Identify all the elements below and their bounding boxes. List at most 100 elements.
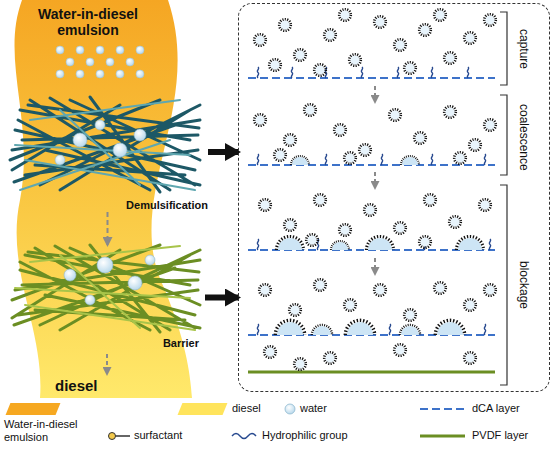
emulsion-droplets: [116, 70, 124, 78]
surfactant-droplets: [419, 24, 431, 36]
surfactant-droplets: [306, 234, 318, 246]
surfactant-droplets: [254, 9, 496, 370]
surfactant-droplets: [304, 104, 316, 116]
step-arrow: [374, 172, 376, 188]
emulsion-droplets: [136, 46, 144, 54]
surfactant-droplets: [484, 119, 496, 131]
layer-label: Water-in-diesel emulsion: [28, 6, 148, 38]
surfactant-droplets: [389, 109, 401, 121]
hydrophilic-groups: [291, 67, 292, 78]
coalesced-droplets: [275, 156, 483, 335]
hydrophilic-groups: [431, 67, 432, 78]
surfactant-droplets: [254, 34, 266, 46]
hydrophilic-groups: [257, 67, 490, 335]
surfactant-droplets: [464, 299, 476, 311]
legend-dca-line: [420, 409, 465, 410]
hydrophilic-groups: [257, 154, 258, 165]
surfactant-droplets: [394, 39, 406, 51]
emulsion-droplets: [126, 58, 134, 66]
hydrophilic-groups: [325, 154, 326, 165]
surfactant-droplets: [344, 299, 356, 311]
hydrophilic-groups: [467, 67, 468, 78]
step-arrow: [374, 86, 376, 102]
blocked-water-droplets: [128, 276, 142, 290]
legend-label: water: [300, 402, 327, 415]
emulsion-droplets: [116, 46, 124, 54]
surfactant-droplets: [284, 134, 296, 146]
hydrophilic-groups: [257, 67, 258, 78]
surfactant-droplets: [364, 204, 376, 216]
emulsion-droplets: [56, 70, 64, 78]
surfactant-droplets: [284, 219, 296, 231]
surfactant-droplets: [484, 284, 496, 296]
legend-water-icon: [285, 404, 295, 414]
emulsion-flow-band: Water-in-diesel emulsion diesel Demulsific…: [0, 0, 212, 398]
surfactant-droplets: [264, 346, 276, 358]
blocked-water-droplets: [97, 257, 113, 273]
coalesced-droplets: [345, 320, 374, 335]
zoom-arrow: [208, 149, 238, 155]
surfactant-droplets: [374, 16, 386, 28]
layer-label: diesel: [55, 377, 98, 394]
surfactant-droplets: [294, 49, 306, 61]
surfactant-droplets: [359, 144, 371, 156]
surfactant-droplets: [279, 19, 291, 31]
legend-label: dCA layer: [472, 402, 520, 415]
flow-arrow: [106, 354, 108, 374]
stage-label: coalescence: [516, 104, 530, 171]
coalesced-droplets: [401, 156, 419, 165]
hydrophilic-groups: [361, 67, 362, 78]
blocked-water-droplets: [145, 255, 155, 265]
surfactant-droplets: [404, 309, 416, 321]
surfactant-droplets: [324, 29, 336, 41]
blocked-water-droplets: [85, 295, 95, 305]
hydrophilic-groups: [484, 154, 485, 165]
surfactant-droplets: [464, 32, 476, 44]
hydrophilic-groups: [381, 154, 382, 165]
surfactant-droplets: [404, 62, 416, 74]
stage-bracket: [500, 95, 507, 175]
legend-pvdf-line: [420, 435, 465, 438]
legend-swatch: [178, 403, 228, 415]
legend-label: Water-in-diesel emulsion: [4, 418, 99, 443]
emulsion-droplets: [56, 46, 64, 54]
surfactant-droplets: [464, 352, 476, 364]
emulsion-droplets: [136, 70, 144, 78]
stage-label: blockage: [516, 261, 530, 309]
pvdf-layer-line: [248, 371, 495, 374]
surfactant-droplets: [334, 124, 346, 136]
captured-water-droplets: [55, 155, 65, 165]
legend-surfactant-icon: [116, 435, 131, 437]
surfactant-droplets: [394, 222, 406, 234]
legend-label: diesel: [232, 402, 261, 415]
layer-label: Demulsification: [126, 199, 208, 212]
coalesced-droplets: [435, 320, 464, 335]
legend-label: PVDF layer: [472, 429, 528, 442]
surfactant-droplets: [479, 199, 491, 211]
dca-layer-line: [248, 78, 495, 335]
coalesced-droplets: [456, 236, 483, 250]
surfactant-droplets: [339, 224, 351, 236]
legend-surfactant-icon: [109, 433, 116, 440]
hydrophilic-groups: [389, 324, 390, 335]
surfactant-droplets: [339, 9, 351, 21]
surfactant-droplets: [259, 199, 271, 211]
emulsion-droplets: [66, 58, 74, 66]
hydrophilic-groups: [431, 154, 432, 165]
captured-water-droplets: [73, 133, 87, 147]
emulsion-droplets: [106, 58, 114, 66]
legend-hydrophilic-icon: [232, 434, 256, 439]
coalesced-droplets: [400, 325, 420, 335]
dca-layer-line: [248, 77, 495, 79]
surfactant-droplets: [314, 64, 326, 76]
surfactant-droplets: [419, 236, 431, 248]
stage-bracket: [500, 12, 507, 385]
surfactant-droplets: [454, 152, 466, 164]
emulsion-droplets: [96, 46, 104, 54]
surfactant-droplets: [314, 194, 326, 206]
emulsion-droplets: [76, 46, 84, 54]
surfactant-droplets: [424, 194, 436, 206]
captured-water-droplets: [113, 143, 127, 157]
flow-arrow: [106, 354, 108, 374]
captured-water-droplets: [95, 120, 105, 130]
